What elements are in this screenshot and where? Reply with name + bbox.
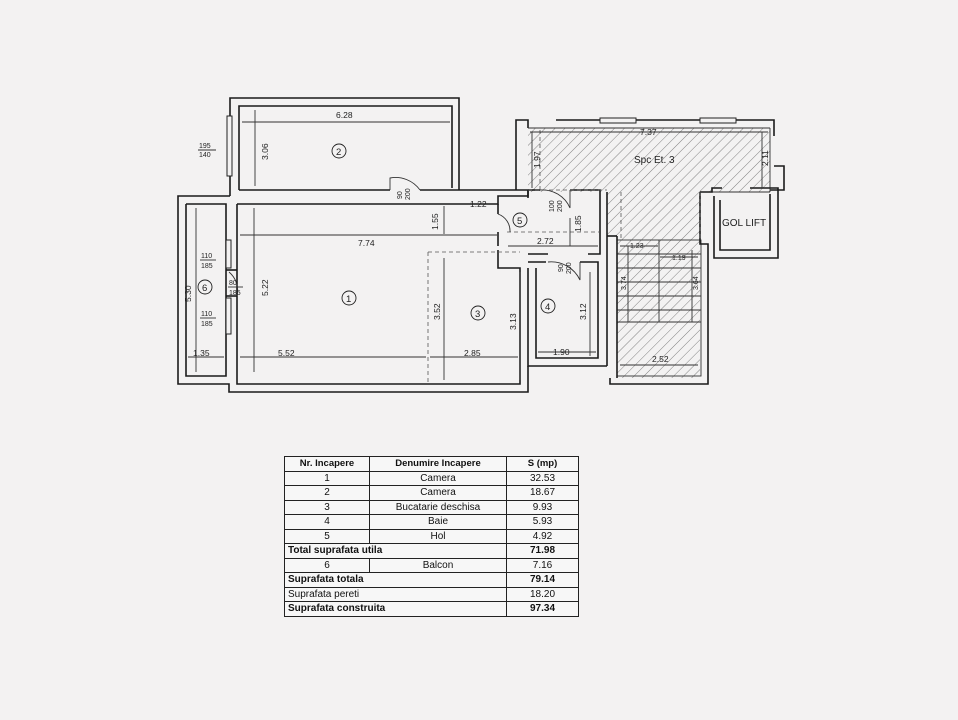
door-100-a: 100 [549, 200, 556, 212]
built-area: 97.34 [506, 601, 579, 617]
dim-top-width: 6.28 [336, 110, 353, 120]
dim-364: 3.64 [693, 276, 700, 290]
dim-530: 5.30 [183, 285, 193, 302]
balcony-win1-a: 110 [201, 253, 212, 260]
dim-313: 3.13 [508, 313, 518, 330]
row-area: 5.93 [506, 514, 579, 530]
dim-190: 1.90 [553, 347, 570, 357]
room-4-label: 4 [545, 302, 550, 313]
room-6-label: 6 [202, 283, 207, 294]
balcony-area: 7.16 [506, 557, 579, 573]
dim-352: 3.52 [432, 303, 442, 320]
dim-252: 2.52 [652, 354, 669, 364]
window-left-b: 140 [199, 152, 211, 159]
row-nr: 1 [284, 470, 370, 486]
door-90-b: 200 [405, 188, 412, 200]
total-area: 79.14 [506, 572, 579, 588]
dim-522: 5.22 [260, 279, 270, 296]
total-label: Suprafata totala [284, 572, 507, 588]
room-2-label: 2 [336, 147, 341, 158]
row-area: 9.93 [506, 499, 579, 515]
balcony-win2-a: 110 [201, 311, 212, 318]
walls-label: Suprafata pereti [284, 586, 507, 602]
balcony-win1-b: 185 [201, 263, 213, 270]
dimension-lines [188, 110, 768, 380]
dim-135: 1.35 [193, 348, 210, 358]
dim-374: 3.74 [621, 276, 628, 290]
dim-272: 2.72 [537, 236, 554, 246]
door-100-b: 200 [557, 200, 564, 212]
window-left-a: 195 [199, 143, 211, 150]
table-row: 1 Camera 32.53 [284, 470, 579, 486]
area-table: Nr. Incapere Denumire Incapere S (mp) 1 … [284, 456, 579, 617]
balcony-door-a: 80 [229, 280, 237, 287]
dim-552: 5.52 [278, 348, 295, 358]
built-label: Suprafata construita [284, 601, 507, 617]
walls-row: Suprafata pereti 18.20 [284, 586, 579, 602]
room-5-label: 5 [517, 216, 522, 227]
dim-185: 1.85 [573, 215, 583, 232]
table-row: 4 Baie 5.93 [284, 514, 579, 530]
door-swings [228, 177, 581, 297]
room-3-label: 3 [475, 309, 480, 320]
windows [225, 115, 737, 335]
row-nr: 3 [284, 499, 370, 515]
walls-area: 18.20 [506, 586, 579, 602]
row-nr: 5 [284, 528, 370, 544]
row-area: 18.67 [506, 485, 579, 501]
door-90-a: 90 [397, 191, 404, 199]
dim-hall-width: 1.22 [470, 199, 487, 209]
total-util-label: Total suprafata utila [284, 543, 507, 559]
total-row: Suprafata totala 79.14 [284, 572, 579, 588]
header-name: Denumire Incapere [369, 456, 507, 472]
open-space-dashes [427, 128, 701, 384]
table-row: 3 Bucatarie deschisa 9.93 [284, 499, 579, 515]
balcony-win2-b: 185 [201, 321, 213, 328]
dim-155: 1.55 [430, 213, 440, 230]
row-area: 32.53 [506, 470, 579, 486]
table-row: 2 Camera 18.67 [284, 485, 579, 501]
header-nr: Nr. Incapere [284, 456, 370, 472]
row-area: 4.92 [506, 528, 579, 544]
table-header-row: Nr. Incapere Denumire Incapere S (mp) [284, 456, 579, 472]
total-util-row: Total suprafata utila 71.98 [284, 543, 579, 559]
door-90-2-b: 200 [566, 262, 573, 274]
header-area: S (mp) [506, 456, 579, 472]
built-row: Suprafata construita 97.34 [284, 601, 579, 617]
balcony-row: 6 Balcon 7.16 [284, 557, 579, 573]
dim-197: 1.97 [532, 151, 542, 168]
dim-119: 1.19 [672, 255, 686, 262]
row-name: Camera [369, 470, 507, 486]
balcony-name: Balcon [369, 557, 507, 573]
balcony-nr: 6 [284, 557, 370, 573]
dim-774: 7.74 [358, 238, 375, 248]
row-nr: 4 [284, 514, 370, 530]
dim-211: 2.11 [760, 150, 770, 166]
apartment-walls [177, 189, 608, 393]
total-util-area: 71.98 [506, 543, 579, 559]
dim-285: 2.85 [464, 348, 481, 358]
dim-312: 3.12 [578, 303, 588, 320]
dim-room2-height: 3.06 [260, 143, 270, 160]
row-name: Hol [369, 528, 507, 544]
balcony-door-b: 185 [229, 290, 241, 297]
table-row: 5 Hol 4.92 [284, 528, 579, 544]
dim-737: 7.37 [640, 127, 657, 137]
row-name: Bucatarie deschisa [369, 499, 507, 515]
lift-label: GOL LIFT [722, 218, 766, 229]
row-nr: 2 [284, 485, 370, 501]
row-name: Camera [369, 485, 507, 501]
dim-123: 1.23 [630, 243, 644, 250]
room-1-label: 1 [346, 294, 351, 305]
floor-plan: 6.28 3.06 195 140 90 200 1.22 100 200 7.… [177, 97, 785, 393]
row-name: Baie [369, 514, 507, 530]
door-90-2-a: 90 [558, 264, 565, 272]
common-area-label: Spc Et. 3 [634, 155, 675, 166]
